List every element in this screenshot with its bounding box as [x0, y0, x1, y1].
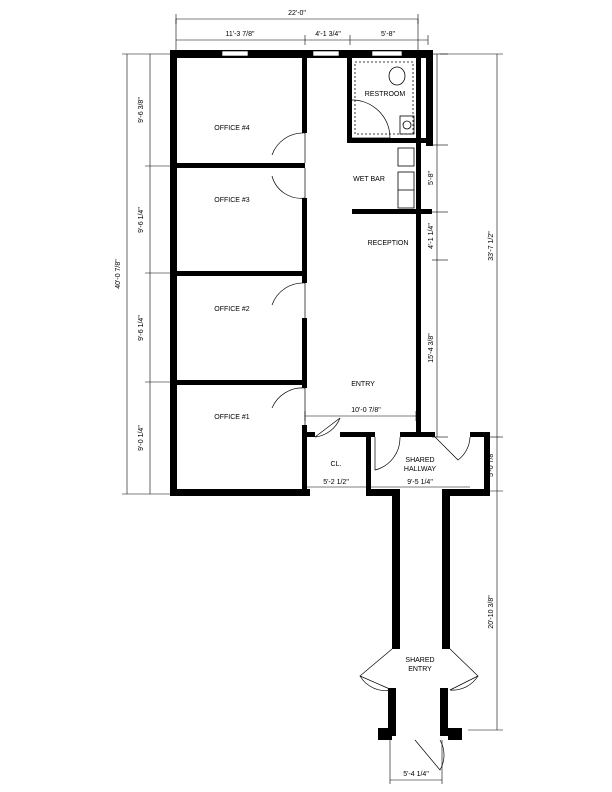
shared-hallway-label-1: SHARED [405, 457, 434, 464]
office-1-label: OFFICE #1 [214, 414, 250, 421]
shared-entry-label-2: ENTRY [408, 666, 432, 673]
reception-gap-dim: 4'-1 1/4" [428, 223, 435, 249]
shared-entry-label-1: SHARED [405, 657, 434, 664]
windows [221, 50, 403, 57]
office-2-label: OFFICE #2 [214, 306, 250, 313]
restroom-fixtures [354, 61, 415, 209]
restroom-width-dim: 5'-8" [381, 31, 395, 38]
wet-bar-label: WET BAR [353, 176, 385, 183]
closet-label: CL. [331, 461, 342, 468]
shared-entry-height-dim: 20'-10 3/8" [488, 595, 495, 629]
reception-label: RECEPTION [368, 240, 409, 247]
dimension-labels: 22'-0" 11'-3 7/8" 4'-1 3/4" 5'-8" 40'-0 … [115, 10, 495, 778]
restroom-height-dim: 7'-7" [428, 93, 435, 107]
walls [170, 50, 490, 740]
office-4-height-dim: 9'-6 3/8" [138, 97, 145, 123]
restroom-label: RESTROOM [365, 91, 406, 98]
doors [271, 99, 479, 771]
corridor-width-dim: 4'-1 3/4" [315, 31, 341, 38]
left-overall-dim: 40'-0 7/8" [115, 259, 122, 289]
closet-width-dim: 5'-2 1/2" [323, 479, 349, 486]
overall-width-dim: 22'-0" [288, 10, 306, 17]
room-labels: OFFICE #4 OFFICE #3 OFFICE #2 OFFICE #1 … [214, 91, 436, 673]
entry-width-dim: 10'-0 7/8" [351, 407, 381, 414]
hallway-width-dim: 9'-5 1/4" [407, 479, 433, 486]
hallway-height-dim: 5'-0 7/8" [488, 451, 495, 477]
office-2-height-dim: 9'-6 1/4" [138, 315, 145, 341]
right-overall-dim: 33'-7 1/2" [488, 231, 495, 261]
wetbar-height-dim: 5'-8" [428, 171, 435, 185]
shared-hallway-label-2: HALLWAY [404, 466, 436, 473]
office-3-label: OFFICE #3 [214, 197, 250, 204]
lower-right-height-dim: 15'-4 3/8" [428, 333, 435, 363]
office-3-height-dim: 9'-6 1/4" [138, 207, 145, 233]
office-width-dim: 11'-3 7/8" [226, 31, 256, 38]
dimension-lines [122, 14, 503, 784]
entry-label: ENTRY [351, 381, 375, 388]
office-1-height-dim: 9'-0 1/4" [138, 425, 145, 451]
shared-entry-width-dim: 5'-4 1/4" [403, 771, 429, 778]
office-4-label: OFFICE #4 [214, 125, 250, 132]
